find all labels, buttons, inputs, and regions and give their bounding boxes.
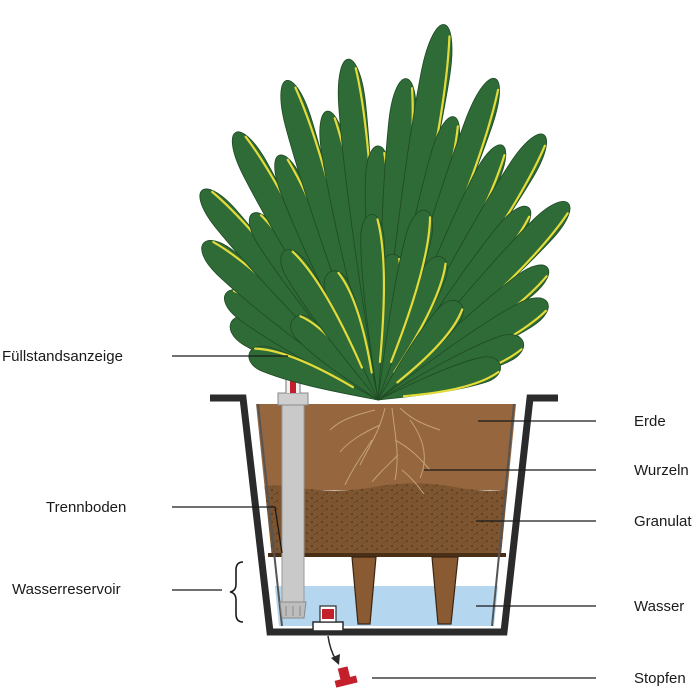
indicator-tube	[281, 403, 305, 603]
separator-floor	[268, 553, 506, 625]
leaf	[377, 209, 433, 401]
separator-foot	[351, 556, 377, 625]
reservoir-brace	[229, 561, 244, 623]
label-fuellstandsanzeige: Füllstandsanzeige	[2, 348, 123, 365]
leaf-highlight	[389, 216, 432, 364]
granulate-layer	[256, 483, 516, 555]
leaf-highlight	[402, 370, 500, 398]
labels: Füllstandsanzeige Trennboden Wasserreser…	[2, 348, 692, 687]
leaf-highlight	[396, 308, 464, 384]
leaf-highlight	[376, 218, 386, 364]
label-wasserreservoir: Wasserreservoir	[12, 581, 121, 598]
leaf-highlight	[291, 250, 363, 369]
leaf	[360, 214, 386, 401]
label-granulat: Granulat	[634, 513, 692, 530]
label-stopfen: Stopfen	[634, 670, 686, 687]
indicator-cap	[277, 392, 309, 406]
label-wurzeln: Wurzeln	[634, 462, 689, 479]
leader-trennboden	[172, 506, 283, 554]
drain-arrow-head	[331, 654, 340, 665]
leader-lines	[172, 355, 596, 679]
leaf	[377, 299, 464, 401]
plug-stopfen	[334, 666, 358, 688]
leaf	[280, 249, 379, 401]
plant-leaves	[199, 24, 571, 401]
leaf	[377, 356, 501, 401]
leaf	[248, 345, 379, 401]
separator-foot	[431, 556, 459, 625]
roots	[329, 407, 441, 495]
pot	[210, 394, 558, 636]
leaf-highlight	[337, 271, 373, 374]
label-erde: Erde	[634, 413, 666, 430]
drain-valve	[312, 605, 344, 632]
label-trennboden: Trennboden	[46, 499, 126, 516]
label-wasser: Wasser	[634, 598, 684, 615]
leaf-highlight	[254, 347, 354, 389]
